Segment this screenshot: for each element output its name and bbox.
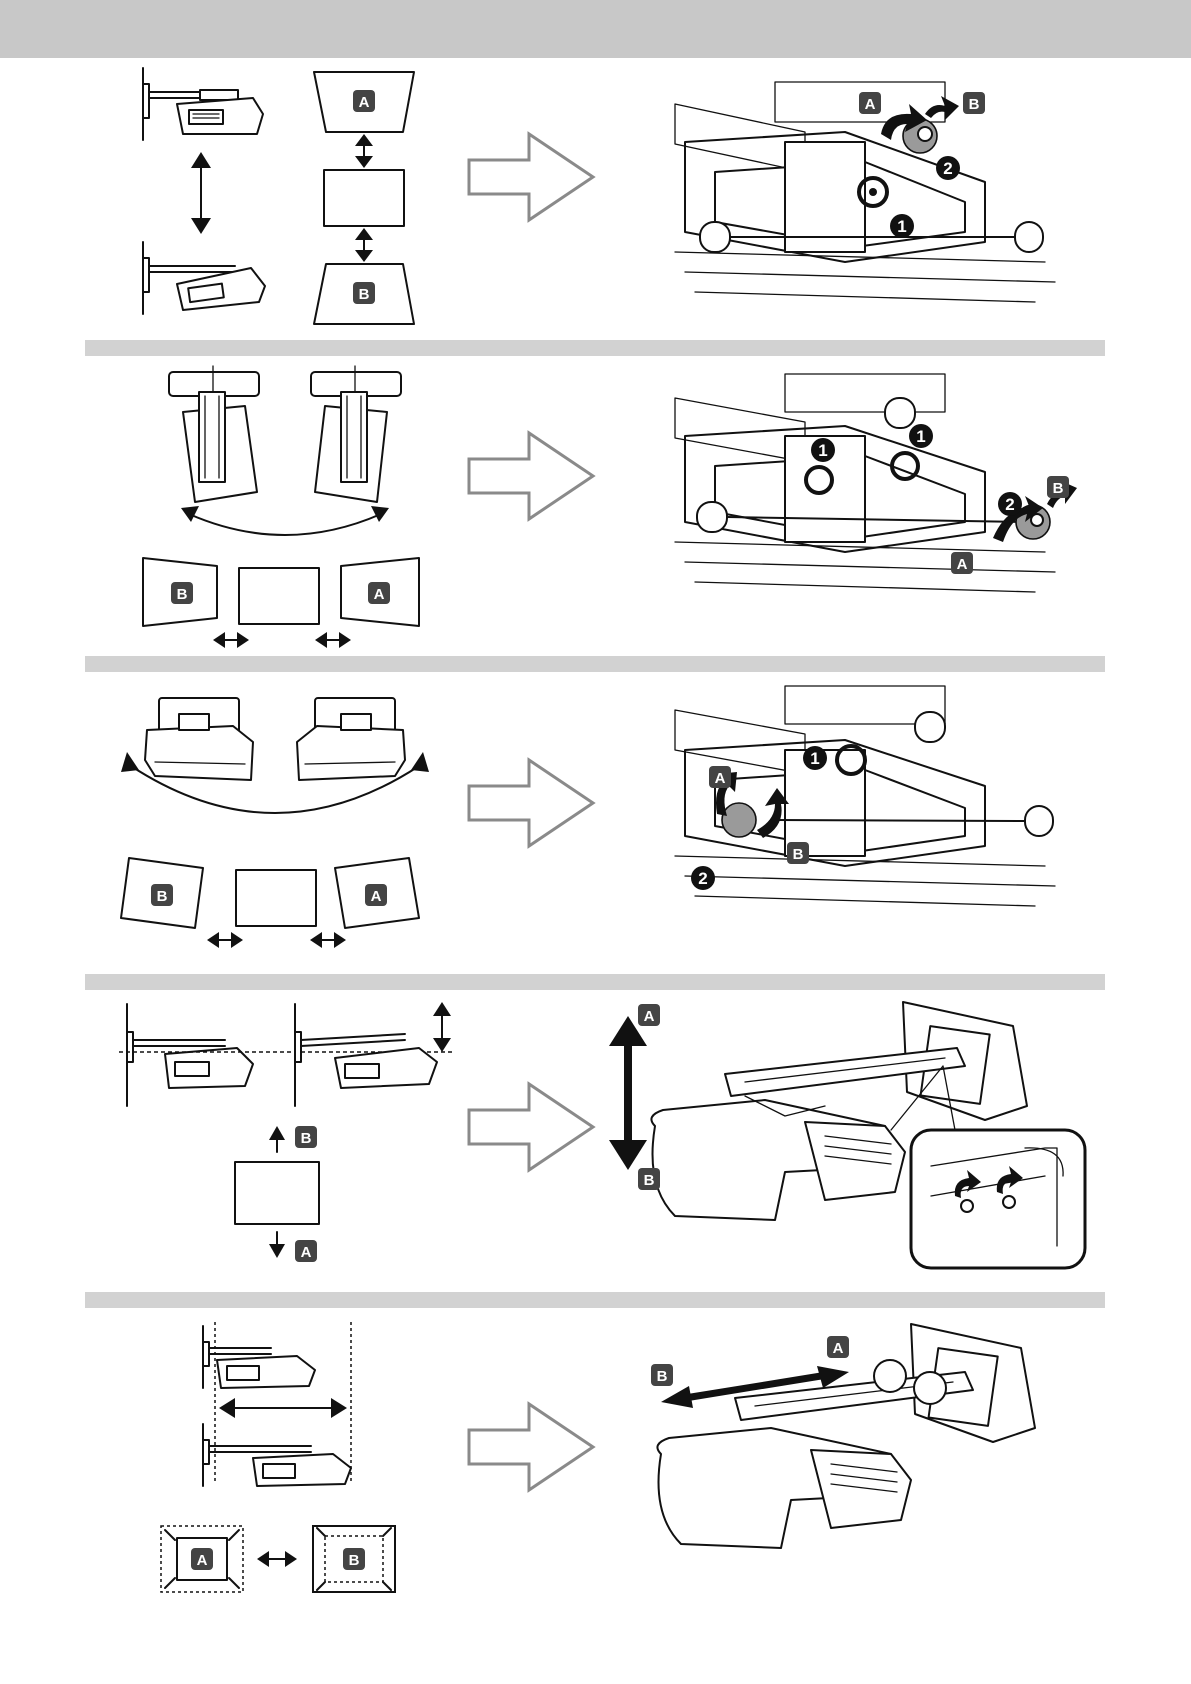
right-arrow-icon [469, 1084, 593, 1170]
svg-text:A: A [957, 556, 968, 573]
curved-double-arrow-icon [181, 506, 389, 535]
screen-large-b: B [313, 1526, 395, 1592]
mount-adjuster-illustration [675, 374, 1077, 592]
projector-near-illustration [203, 1326, 315, 1388]
right-arrow-icon [469, 1404, 593, 1490]
screen-keystone-b: B [314, 264, 414, 324]
wall-projector-down-illustration [143, 242, 265, 314]
screen-normal [239, 568, 319, 624]
mount-adjuster-illustration [675, 686, 1055, 906]
screen-small-a: A [161, 1526, 243, 1592]
svg-text:A: A [359, 94, 370, 111]
arrow-up-icon [269, 1126, 285, 1152]
svg-text:B: B [177, 586, 188, 603]
projector-height-high-illustration [295, 1004, 437, 1106]
panel-rotation: B A 1 A B 2 [85, 680, 1105, 970]
vertical-double-arrow-icon [609, 1016, 647, 1170]
double-arrow-icon [355, 134, 373, 168]
section-divider [85, 340, 1105, 356]
screen-normal [236, 870, 316, 926]
double-arrow-icon [257, 1551, 297, 1567]
screen-normal [324, 170, 404, 226]
svg-text:A: A [371, 888, 382, 905]
panel-height: B A A B [85, 996, 1105, 1288]
svg-text:A: A [833, 1340, 844, 1357]
svg-text:B: B [657, 1368, 668, 1385]
screen-keystone-a: A [314, 72, 414, 132]
arrow-down-icon [269, 1232, 285, 1258]
panel-vertical-keystone: A B A B 2 1 [85, 62, 1105, 334]
double-arrow-icon [213, 632, 351, 648]
right-arrow-icon [469, 433, 593, 519]
vertical-double-arrow-icon [433, 1002, 451, 1052]
svg-text:A: A [644, 1008, 655, 1025]
section-divider [85, 656, 1105, 672]
svg-text:B: B [644, 1172, 655, 1189]
screen-normal [235, 1162, 319, 1224]
section-divider [85, 1292, 1105, 1308]
double-arrow-icon [355, 228, 373, 262]
mount-adjuster-illustration [675, 82, 1055, 302]
svg-text:B: B [157, 888, 168, 905]
screen-rotated-b: B [121, 858, 203, 928]
right-arrow-icon [469, 760, 593, 846]
svg-text:B: B [349, 1552, 360, 1569]
svg-text:1: 1 [897, 217, 906, 236]
svg-text:A: A [301, 1244, 312, 1261]
section-divider [85, 974, 1105, 990]
right-arrow-icon [469, 134, 593, 220]
svg-text:A: A [865, 96, 876, 113]
svg-text:2: 2 [698, 869, 707, 888]
header-bar [0, 0, 1191, 58]
double-arrow-icon [207, 932, 346, 948]
svg-text:1: 1 [818, 441, 827, 460]
svg-text:A: A [197, 1552, 208, 1569]
panel-horizontal-keystone: B A 1 1 2 B A [85, 362, 1105, 652]
svg-text:B: B [1053, 480, 1064, 497]
projector-tilted-left-illustration [145, 698, 253, 780]
svg-text:B: B [793, 846, 804, 863]
panel-image-size: A B A B [85, 1314, 1105, 1614]
svg-text:2: 2 [1005, 495, 1014, 514]
svg-text:B: B [969, 96, 980, 113]
projector-tilted-right-illustration [297, 698, 405, 780]
svg-text:2: 2 [943, 159, 952, 178]
wall-projector-up-illustration [143, 68, 263, 140]
projector-turned-left-illustration [169, 366, 259, 502]
svg-text:B: B [359, 286, 370, 303]
svg-text:A: A [374, 586, 385, 603]
svg-text:1: 1 [916, 427, 925, 446]
svg-text:B: B [301, 1130, 312, 1147]
screen-rotated-a: A [335, 858, 419, 928]
horizontal-double-arrow-icon [219, 1398, 347, 1418]
screen-keystone-a: A [341, 558, 419, 626]
svg-text:A: A [715, 770, 726, 787]
vertical-double-arrow-icon [191, 152, 211, 234]
svg-text:1: 1 [810, 749, 819, 768]
screen-keystone-b: B [143, 558, 217, 626]
projector-far-illustration [203, 1424, 351, 1486]
projector-turned-right-illustration [311, 366, 401, 502]
